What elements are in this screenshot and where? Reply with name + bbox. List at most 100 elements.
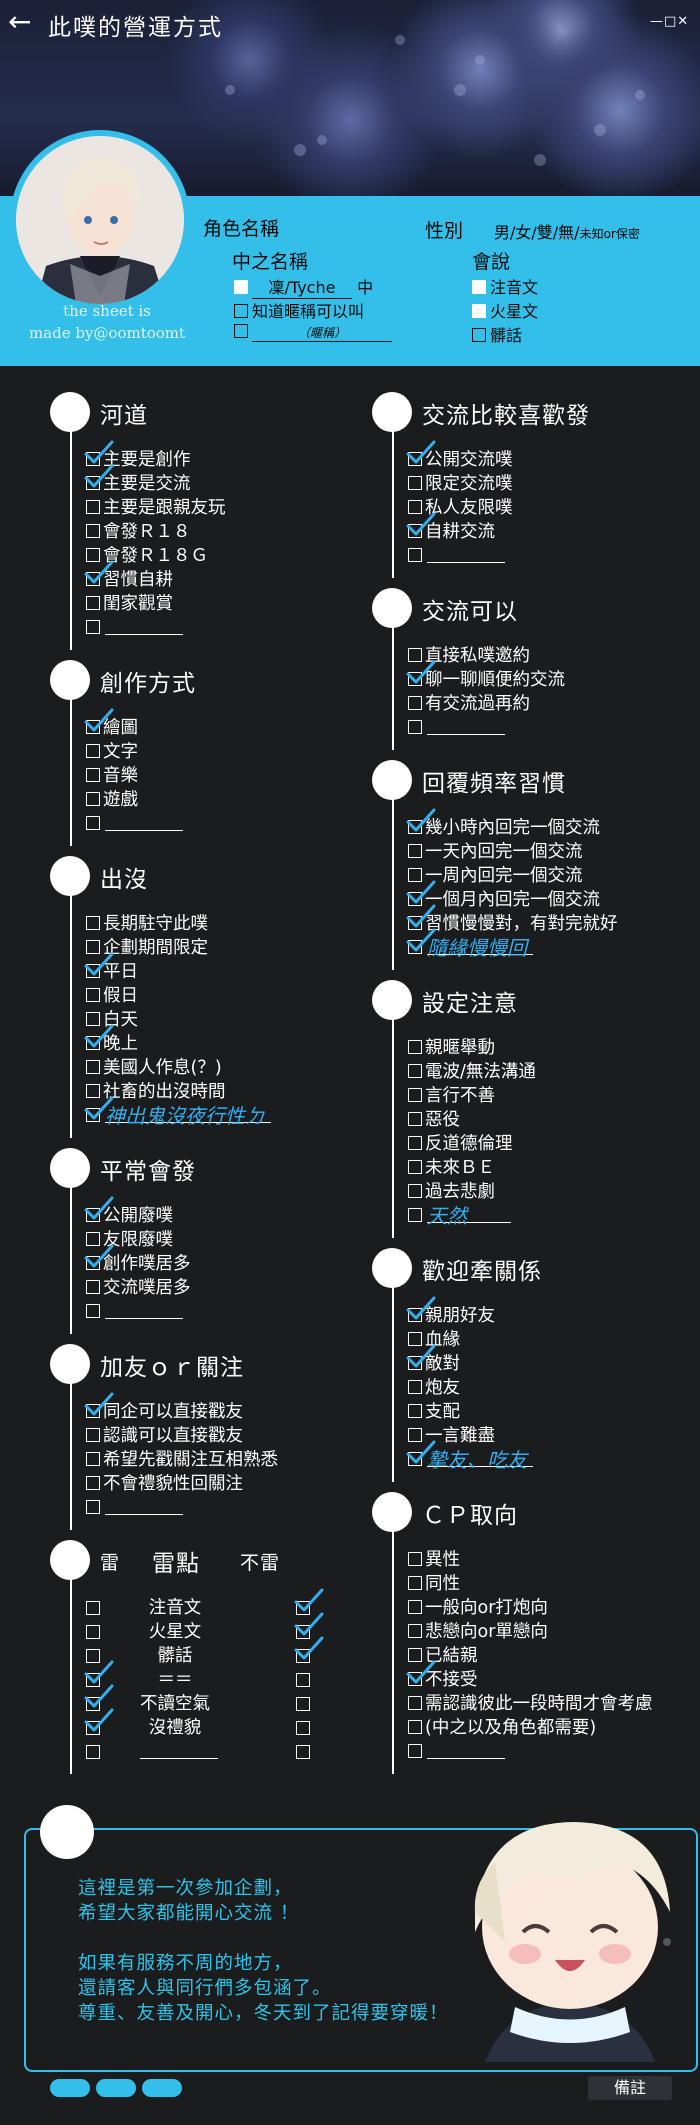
checkbox[interactable] xyxy=(86,1452,100,1466)
checkbox-item[interactable]: 親朋好友 xyxy=(406,1296,533,1328)
checkbox-item[interactable]: 不會禮貌性回關注 xyxy=(86,1472,278,1496)
checkbox-item[interactable]: 一周內回完一個交流 xyxy=(408,864,618,888)
checkbox-item[interactable]: 未來ＢＥ xyxy=(408,1156,536,1180)
checkbox-item[interactable] xyxy=(408,544,513,568)
checkbox[interactable] xyxy=(408,1308,422,1322)
checkbox[interactable] xyxy=(408,696,422,710)
checkbox[interactable] xyxy=(86,620,100,634)
checkbox[interactable] xyxy=(234,324,248,338)
checkbox-item[interactable]: 習慣慢慢對，有對完就好 xyxy=(406,904,618,936)
checkbox[interactable] xyxy=(408,1576,422,1590)
checkbox-item[interactable]: 摯友、吃友 xyxy=(406,1440,533,1472)
checkbox[interactable] xyxy=(408,844,422,858)
blank-field[interactable] xyxy=(140,1740,218,1759)
checkbox[interactable] xyxy=(86,1036,100,1050)
checkbox-item[interactable]: 同企可以直接戳友 xyxy=(84,1392,278,1424)
checkbox[interactable] xyxy=(408,868,422,882)
speak-item[interactable]: 火星文 xyxy=(472,298,538,322)
checkbox-item[interactable]: (中之以及角色都需要) xyxy=(408,1716,653,1740)
checkbox[interactable] xyxy=(86,1108,100,1122)
checkbox[interactable] xyxy=(296,1625,310,1639)
checkbox[interactable] xyxy=(86,1232,100,1246)
checkbox[interactable] xyxy=(296,1601,310,1615)
checkbox[interactable] xyxy=(408,452,422,466)
checkbox[interactable] xyxy=(86,768,100,782)
checkbox[interactable] xyxy=(408,672,422,686)
checkbox[interactable] xyxy=(86,1649,100,1663)
checkbox-item[interactable]: 需認識彼此一段時間才會考慮 xyxy=(408,1692,653,1716)
checkbox-item[interactable]: 支配 xyxy=(408,1400,533,1424)
checkbox[interactable] xyxy=(296,1697,310,1711)
checkbox[interactable] xyxy=(408,524,422,538)
checkbox[interactable] xyxy=(408,1720,422,1734)
checkbox[interactable] xyxy=(86,1304,100,1318)
checkbox[interactable] xyxy=(408,1136,422,1150)
checkbox-item[interactable]: 音樂 xyxy=(86,764,183,788)
checkbox[interactable] xyxy=(408,1552,422,1566)
checkbox[interactable] xyxy=(408,1600,422,1614)
checkbox-item[interactable]: 有交流過再約 xyxy=(408,692,565,716)
checkbox-item[interactable]: 認識可以直接戳友 xyxy=(86,1424,278,1448)
checkbox-item[interactable]: 企劃期間限定 xyxy=(86,936,271,960)
checkbox-item[interactable]: 晚上 xyxy=(84,1024,271,1056)
checkbox-item[interactable]: 聊一聊順便約交流 xyxy=(406,660,565,692)
checkbox[interactable] xyxy=(86,548,100,562)
checkbox[interactable] xyxy=(296,1649,310,1663)
checkbox-item[interactable]: 閨家觀賞 xyxy=(86,592,226,616)
checkbox[interactable] xyxy=(408,500,422,514)
checkbox[interactable] xyxy=(86,916,100,930)
checkbox[interactable] xyxy=(86,1084,100,1098)
checkbox[interactable] xyxy=(408,548,422,562)
checkbox-item[interactable]: 習慣自耕 xyxy=(84,560,226,592)
checkbox[interactable] xyxy=(408,1112,422,1126)
checkbox-item[interactable] xyxy=(408,716,565,740)
back-arrow-icon[interactable]: ← xyxy=(8,5,32,38)
checkbox[interactable] xyxy=(408,1184,422,1198)
checkbox-item[interactable]: 假日 xyxy=(86,984,271,1008)
checkbox[interactable] xyxy=(234,280,248,294)
checkbox-item[interactable]: 已結親 xyxy=(408,1644,653,1668)
checkbox-item[interactable]: 直接私噗邀約 xyxy=(408,644,565,668)
checkbox-item[interactable] xyxy=(86,1496,278,1520)
checkbox[interactable] xyxy=(472,280,486,294)
checkbox-item[interactable]: 幾小時內回完一個交流 xyxy=(406,808,618,840)
checkbox[interactable] xyxy=(86,1060,100,1074)
checkbox[interactable] xyxy=(408,648,422,662)
checkbox[interactable] xyxy=(234,304,248,318)
checkbox[interactable] xyxy=(408,1332,422,1346)
checkbox-item[interactable]: 公開廢噗 xyxy=(84,1196,191,1228)
checkbox-item[interactable]: 自耕交流 xyxy=(406,512,513,544)
pill-button-3[interactable] xyxy=(142,2079,182,2097)
blank-field[interactable] xyxy=(427,1740,505,1759)
checkbox-item[interactable]: 希望先戳關注互相熟悉 xyxy=(86,1448,278,1472)
checkbox[interactable] xyxy=(86,1721,100,1735)
checkbox[interactable] xyxy=(86,476,100,490)
checkbox[interactable] xyxy=(86,1500,100,1514)
checkbox[interactable] xyxy=(408,1696,422,1710)
checkbox[interactable] xyxy=(296,1745,310,1759)
checkbox[interactable] xyxy=(408,1208,422,1222)
checkbox-item[interactable]: 敵對 xyxy=(406,1344,533,1376)
checkbox-item[interactable]: 一個月內回完一個交流 xyxy=(406,880,618,912)
pill-button-2[interactable] xyxy=(96,2079,136,2097)
blank-field[interactable] xyxy=(105,1300,183,1319)
checkbox[interactable] xyxy=(86,964,100,978)
checkbox[interactable] xyxy=(86,988,100,1002)
checkbox[interactable] xyxy=(408,1452,422,1466)
checkbox[interactable] xyxy=(86,1601,100,1615)
checkbox[interactable] xyxy=(408,1040,422,1054)
checkbox[interactable] xyxy=(408,1356,422,1370)
checkbox[interactable] xyxy=(296,1673,310,1687)
checkbox[interactable] xyxy=(86,744,100,758)
checkbox[interactable] xyxy=(86,816,100,830)
checkbox[interactable] xyxy=(86,1428,100,1442)
nickname-opt3[interactable]: （暱稱） xyxy=(234,322,392,342)
checkbox-item[interactable]: 交流噗居多 xyxy=(86,1276,191,1300)
checkbox-item[interactable]: 會發Ｒ１８ xyxy=(86,520,226,544)
checkbox-item[interactable]: 天然 xyxy=(408,1204,536,1228)
checkbox[interactable] xyxy=(86,596,100,610)
checkbox-item[interactable]: 平日 xyxy=(84,952,271,984)
checkbox[interactable] xyxy=(86,1673,100,1687)
checkbox[interactable] xyxy=(86,1208,100,1222)
checkbox-item[interactable]: 反道德倫理 xyxy=(408,1132,536,1156)
